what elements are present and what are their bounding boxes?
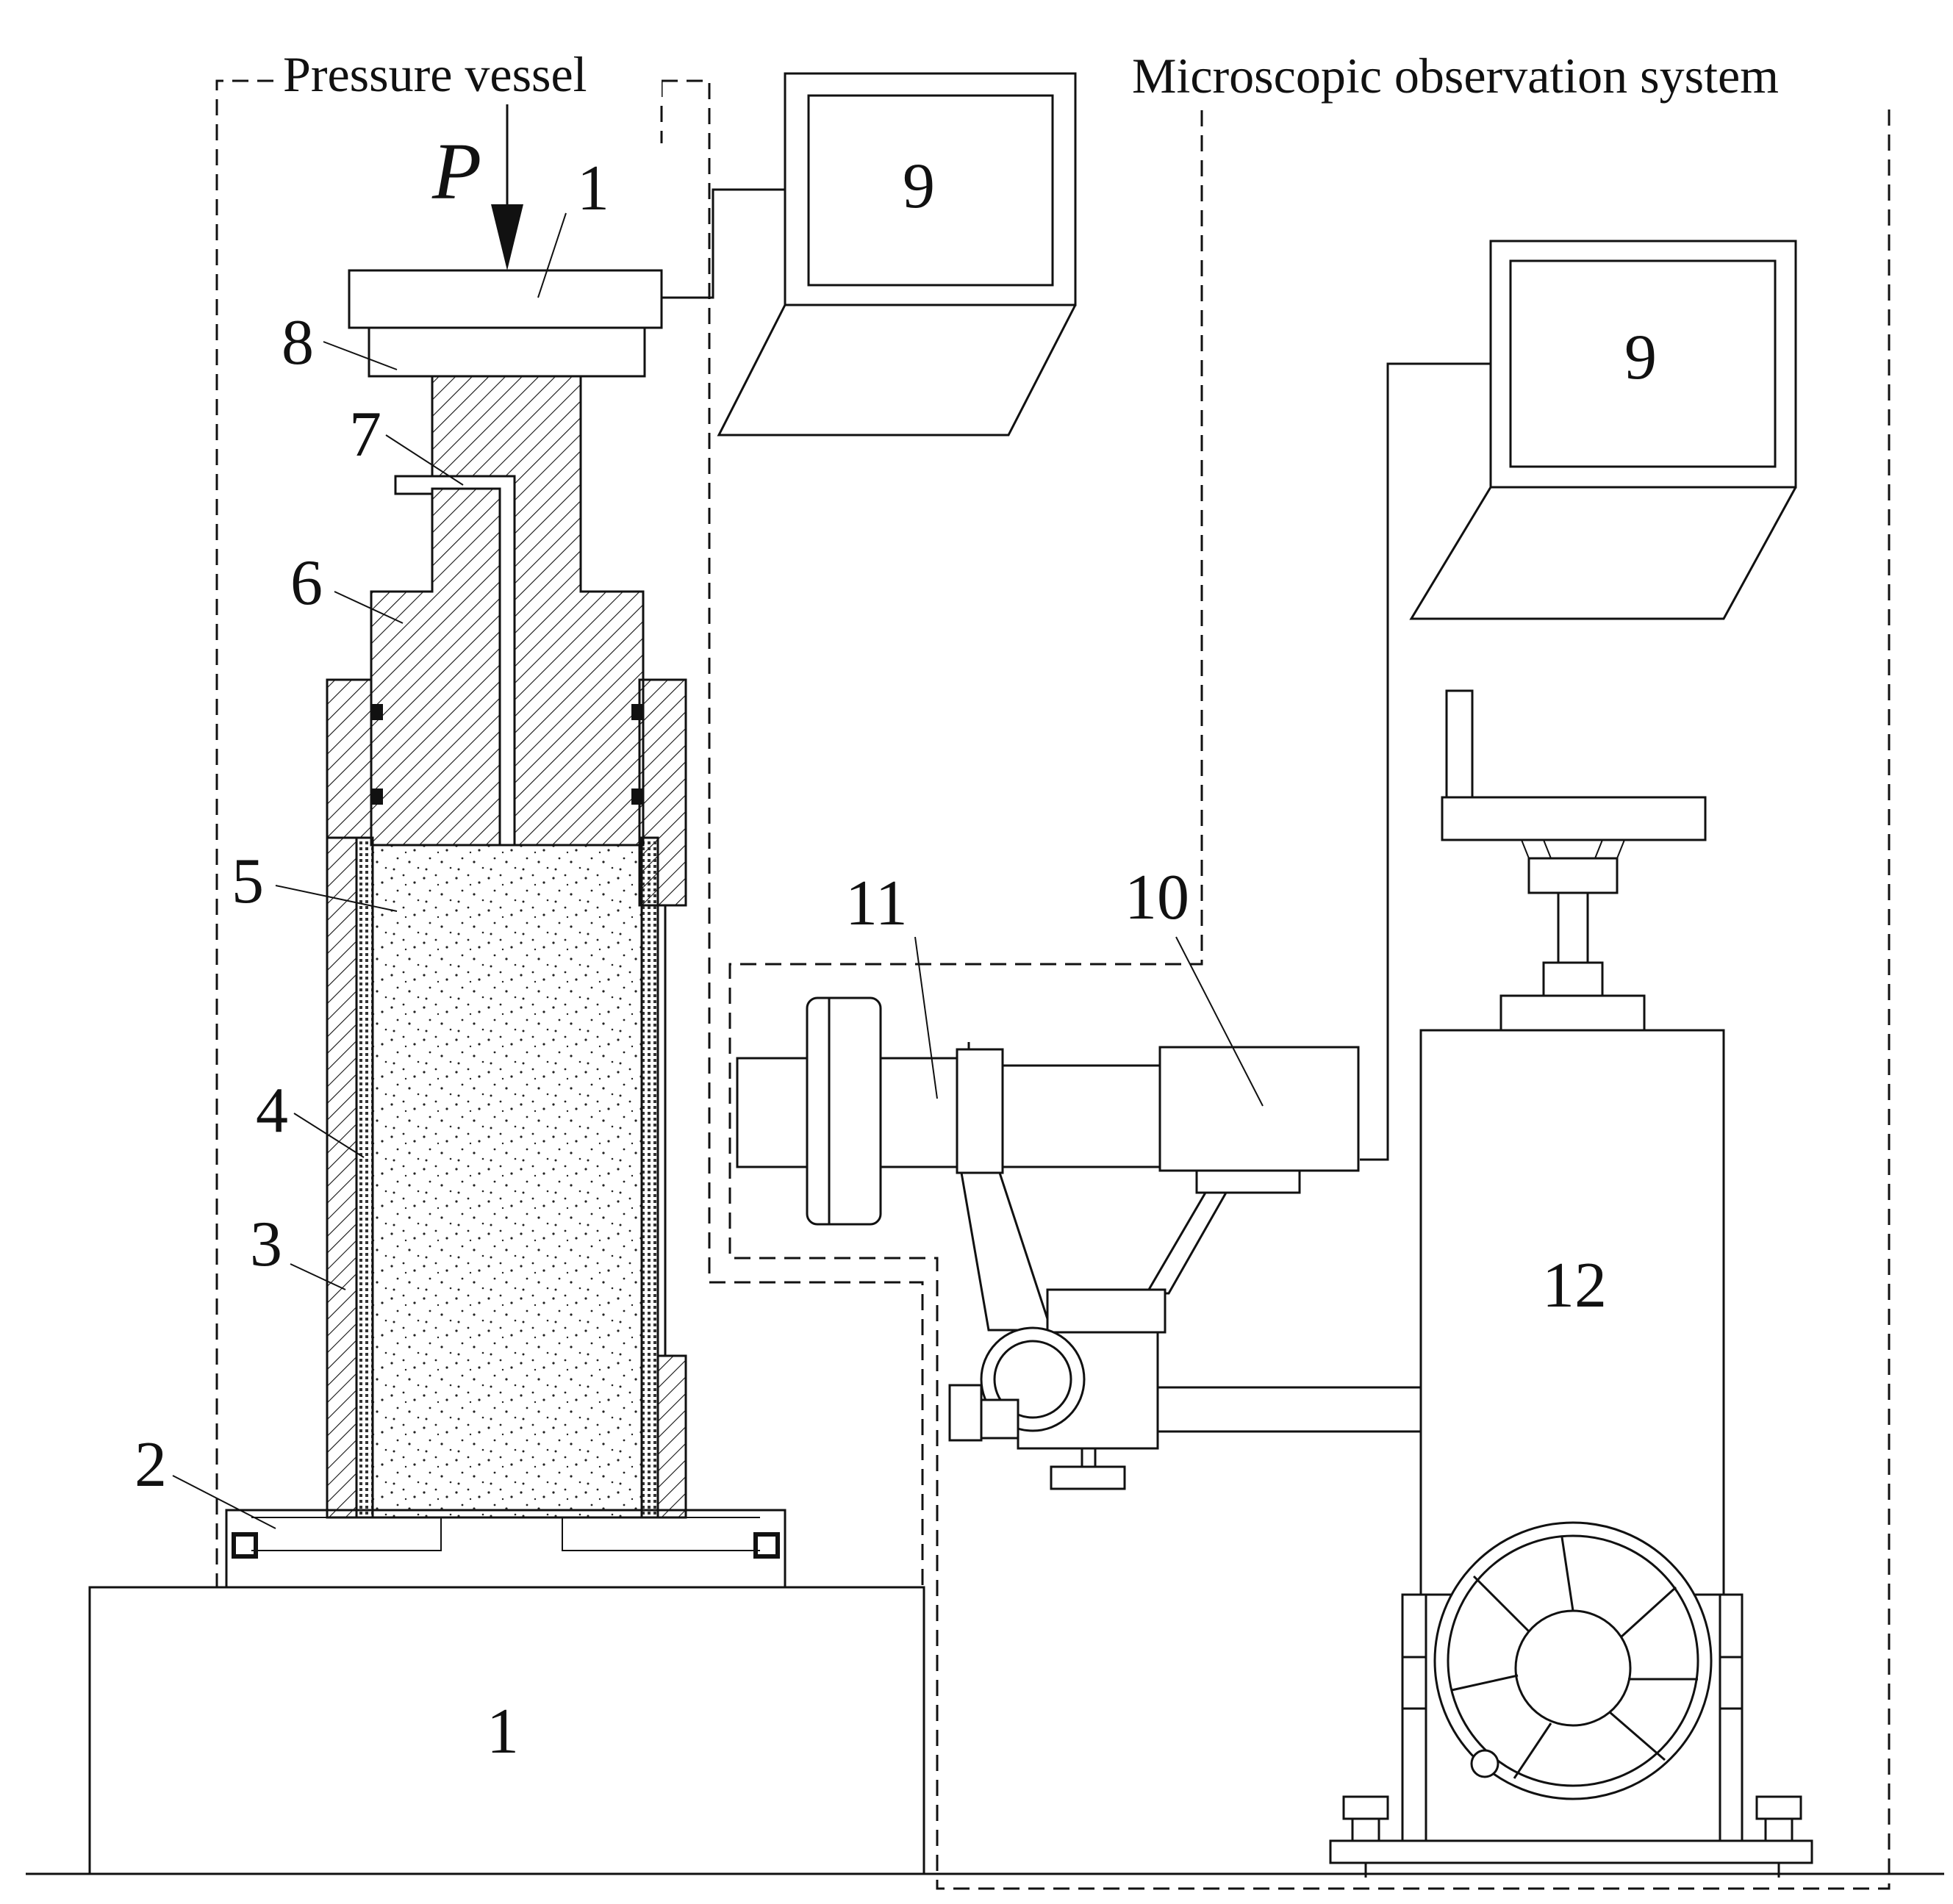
computer-left bbox=[717, 72, 1077, 437]
pressure-vessel-group bbox=[88, 79, 925, 1875]
microscopic-system-group bbox=[728, 103, 1891, 1890]
cylinder-collar bbox=[326, 678, 373, 839]
stand-column bbox=[1419, 1029, 1725, 1596]
label-11: 11 bbox=[845, 868, 908, 939]
lens-ring bbox=[806, 996, 882, 1226]
drainage-plate bbox=[225, 1509, 786, 1589]
pressure-vessel-boundary bbox=[215, 79, 273, 1587]
lens-tube bbox=[1000, 1064, 1161, 1168]
load-symbol: P bbox=[431, 126, 481, 216]
microscopic-system-boundary bbox=[728, 103, 1891, 1890]
leader-lines bbox=[172, 212, 1264, 1529]
camera-body bbox=[1158, 1046, 1360, 1172]
label-4: 4 bbox=[256, 1075, 288, 1146]
camera-support-arm bbox=[960, 1171, 1053, 1332]
load-cell bbox=[348, 269, 663, 329]
mesh-liner-left bbox=[355, 836, 374, 1519]
pressure-vessel-boundary-right bbox=[662, 79, 924, 1874]
label-5: 5 bbox=[232, 846, 264, 917]
spacer-plate bbox=[368, 326, 646, 378]
computer-right bbox=[1409, 240, 1797, 620]
pressure-vessel-label: Pressure vessel bbox=[283, 46, 587, 102]
label-3: 3 bbox=[250, 1209, 282, 1280]
label-1-base: 1 bbox=[487, 1696, 519, 1767]
top-handwheel bbox=[1441, 796, 1707, 841]
label-9-right: 9 bbox=[1624, 322, 1657, 393]
base-block bbox=[88, 1586, 925, 1875]
support-bar bbox=[1156, 1386, 1422, 1433]
stand-foot-plate bbox=[1329, 1839, 1813, 1864]
label-7: 7 bbox=[349, 399, 381, 470]
mesh-liner-right bbox=[640, 836, 659, 1519]
microscopic-system-label: Microscopic observation system bbox=[1132, 48, 1779, 104]
drainage-channel bbox=[394, 475, 516, 847]
label-2: 2 bbox=[135, 1429, 167, 1501]
label-9-left: 9 bbox=[903, 151, 935, 222]
label-10: 10 bbox=[1125, 862, 1189, 933]
cable-left bbox=[662, 188, 785, 299]
label-6: 6 bbox=[290, 547, 323, 619]
cylinder-wall-left bbox=[326, 836, 358, 1519]
label-12: 12 bbox=[1542, 1250, 1607, 1321]
sand-specimen bbox=[371, 844, 643, 1519]
label-8: 8 bbox=[282, 307, 314, 378]
load-arrow-head bbox=[491, 204, 523, 270]
label-1-load-cell: 1 bbox=[577, 153, 609, 224]
cable-right bbox=[1360, 362, 1491, 1161]
